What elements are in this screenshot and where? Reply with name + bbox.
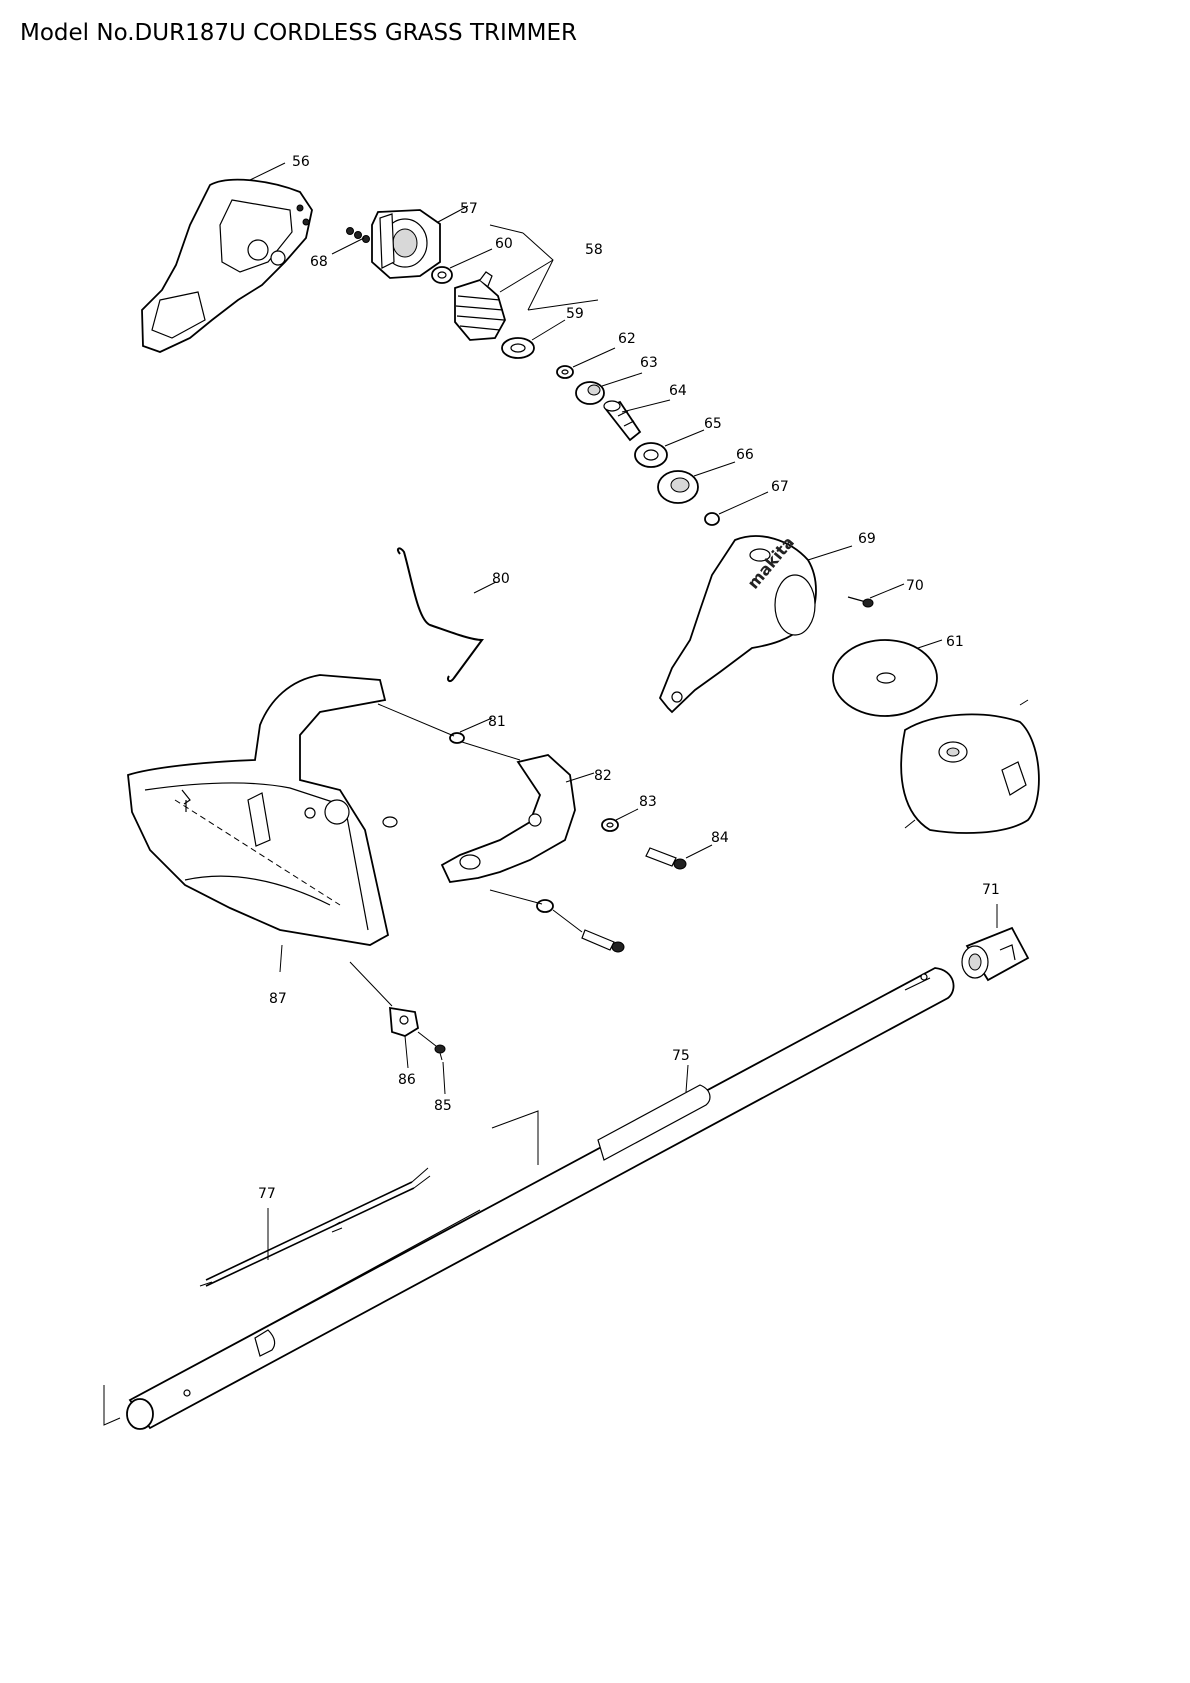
label-62: 62 bbox=[618, 331, 636, 347]
leader-59 bbox=[531, 319, 566, 341]
label-75: 75 bbox=[672, 1048, 690, 1064]
part-66-flange[interactable] bbox=[657, 470, 699, 504]
leader-70 bbox=[869, 583, 905, 599]
label-65: 65 bbox=[704, 416, 722, 432]
leader-62 bbox=[572, 347, 616, 368]
part-59-bearing[interactable] bbox=[501, 337, 535, 359]
guard-washer-bolt[interactable] bbox=[489, 889, 625, 953]
leader-57 bbox=[437, 205, 469, 223]
part-69-gear-housing[interactable]: makita bbox=[658, 533, 817, 714]
label-60: 60 bbox=[495, 236, 513, 252]
part-75-shaft-tube[interactable] bbox=[126, 967, 955, 1430]
leader-64 bbox=[621, 399, 671, 413]
label-87: 87 bbox=[269, 991, 287, 1007]
part-81-nut[interactable] bbox=[449, 732, 465, 744]
leader-61 bbox=[917, 639, 943, 649]
leader-87 bbox=[279, 944, 283, 973]
label-80: 80 bbox=[492, 571, 510, 587]
leader-69 bbox=[807, 545, 853, 561]
part-77-wire[interactable] bbox=[199, 1167, 431, 1287]
part-85-screw[interactable] bbox=[434, 1044, 446, 1061]
leader-82 bbox=[565, 772, 595, 783]
part-70-screw[interactable] bbox=[847, 596, 874, 608]
leader-86 bbox=[349, 961, 409, 1069]
label-56: 56 bbox=[292, 154, 310, 170]
page-title: Model No.DUR187U CORDLESS GRASS TRIMMER bbox=[20, 20, 577, 46]
bracket-58 bbox=[499, 232, 554, 311]
leader-85 bbox=[417, 1031, 446, 1095]
label-57: 57 bbox=[460, 201, 478, 217]
label-83: 83 bbox=[639, 794, 657, 810]
label-71: 71 bbox=[982, 882, 1000, 898]
trimmer-head-spool[interactable] bbox=[900, 699, 1040, 834]
label-70: 70 bbox=[906, 578, 924, 594]
part-84-bolt[interactable] bbox=[645, 847, 687, 870]
label-69: 69 bbox=[858, 531, 876, 547]
part-87-guard[interactable] bbox=[127, 674, 390, 946]
part-67-o-ring[interactable] bbox=[704, 512, 720, 526]
leader-67 bbox=[718, 491, 769, 515]
label-66: 66 bbox=[736, 447, 754, 463]
label-64: 64 bbox=[669, 383, 687, 399]
part-labels: 56 57 58 59 60 61 62 63 64 65 66 67 68 6… bbox=[258, 154, 1000, 1202]
leader-68 bbox=[331, 237, 365, 255]
label-81: 81 bbox=[488, 714, 506, 730]
part-71-coupling[interactable] bbox=[961, 926, 1030, 982]
label-85: 85 bbox=[434, 1098, 452, 1114]
part-83-washer[interactable] bbox=[601, 818, 619, 832]
leader-84 bbox=[685, 844, 713, 859]
leader-81 bbox=[377, 703, 521, 761]
label-67: 67 bbox=[771, 479, 789, 495]
bracket-58-arms bbox=[489, 224, 599, 311]
part-68-steel-balls[interactable] bbox=[346, 227, 370, 243]
leader-65 bbox=[664, 429, 705, 447]
guard-nut[interactable] bbox=[382, 816, 398, 828]
label-58: 58 bbox=[585, 242, 603, 258]
part-82-guard-bracket[interactable] bbox=[440, 754, 576, 883]
label-86: 86 bbox=[398, 1072, 416, 1088]
label-77: 77 bbox=[258, 1186, 276, 1202]
leader-80 bbox=[473, 581, 497, 594]
part-56-motor-housing[interactable] bbox=[141, 178, 313, 353]
part-86-clip[interactable] bbox=[389, 1006, 419, 1037]
leader-75 bbox=[685, 1064, 689, 1093]
label-59: 59 bbox=[566, 306, 584, 322]
part-62-bearing[interactable] bbox=[556, 365, 574, 379]
label-84: 84 bbox=[711, 830, 729, 846]
leader-60 bbox=[449, 248, 493, 269]
leader-56 bbox=[249, 162, 286, 181]
label-82: 82 bbox=[594, 768, 612, 784]
part-80-wire-guard[interactable] bbox=[396, 547, 484, 683]
leader-83 bbox=[615, 808, 639, 821]
part-64-spindle[interactable] bbox=[603, 400, 642, 442]
label-68: 68 bbox=[310, 254, 328, 270]
part-60-bearing[interactable] bbox=[431, 266, 453, 284]
part-61-cover-plate[interactable] bbox=[832, 639, 938, 717]
section-bracket bbox=[103, 1110, 539, 1426]
part-57-stator[interactable] bbox=[371, 209, 441, 279]
leader-66 bbox=[693, 461, 736, 477]
leader-63 bbox=[601, 372, 643, 387]
part-65-bearing[interactable] bbox=[634, 442, 668, 468]
label-61: 61 bbox=[946, 634, 964, 650]
part-58-rotor[interactable] bbox=[454, 271, 506, 341]
label-63: 63 bbox=[640, 355, 658, 371]
part-63-gear[interactable] bbox=[575, 381, 605, 405]
